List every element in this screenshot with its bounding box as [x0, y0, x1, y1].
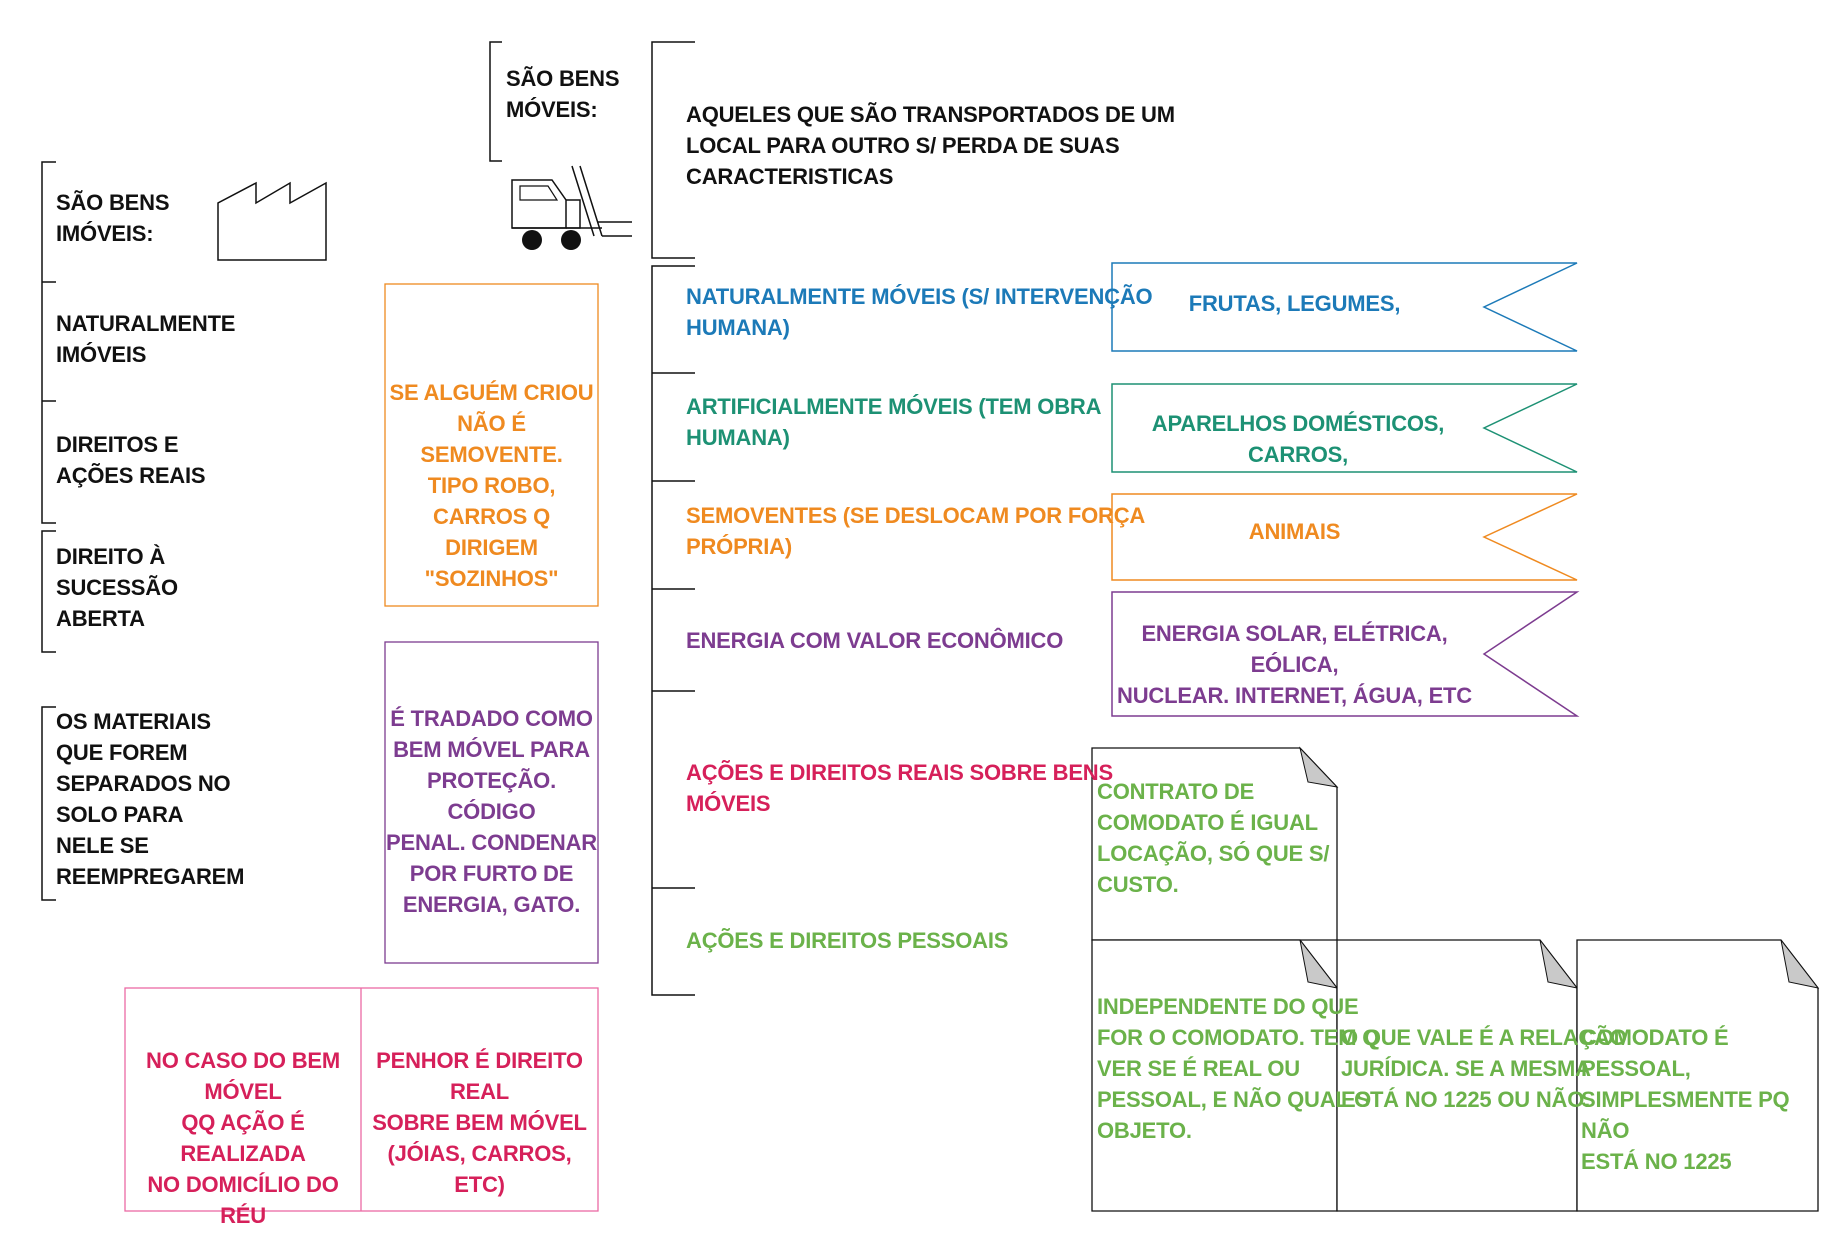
imoveis-item-direitos: DIREITOS E AÇÕES REAIS [56, 432, 206, 488]
category-artificialmente-moveis: ARTIFICIALMENTE MÓVEIS (TEM OBRA HUMANA) [686, 394, 1102, 450]
category-naturalmente-moveis: NATURALMENTE MÓVEIS (S/ INTERVENÇÃO HUMA… [686, 284, 1153, 340]
category-semoventes: SEMOVENTES (SE DESLOCAM POR FORÇA PRÓPRI… [686, 503, 1146, 559]
comodato-1-text: INDEPENDENTE DO QUE FOR O COMODATO. TEM … [1097, 994, 1380, 1143]
semovente-note: SE ALGUÉM CRIOU NÃO É SEMOVENTE. TIPO RO… [389, 380, 594, 591]
imoveis-title: SÃO BENS IMÓVEIS: [56, 190, 170, 246]
imoveis-note-materiais: OS MATERIAIS QUE FOREM SEPARADOS NO SOLO… [56, 709, 245, 889]
imoveis-item-naturalmente: NATURALMENTE IMÓVEIS [56, 311, 236, 367]
note-card-comodato-3 [1576, 939, 1820, 1212]
ribbon-aparelhos-text: APARELHOS DOMÉSTICOS, CARROS, [1151, 411, 1445, 467]
ribbon-energia-text: ENERGIA SOLAR, ELÉTRICA, EÓLICA, NUCLEAR… [1117, 621, 1472, 708]
forklift-icon [511, 165, 632, 250]
note-card-comodato-1 [1091, 939, 1339, 1212]
ribbon-energia [1111, 591, 1580, 717]
comodato-intro-text: CONTRATO DE COMODATO É IGUAL LOCAÇÃO, SÓ… [1097, 779, 1330, 897]
note-card-comodato-intro [1091, 746, 1339, 941]
domicilio-note: NO CASO DO BEM MÓVEL QQ AÇÃO É REALIZADA… [146, 1048, 340, 1228]
energia-note-box [384, 641, 599, 964]
comodato-2-text: O QUE VALE É A RELAÇÃO JURÍDICA. SE A ME… [1341, 1025, 1627, 1112]
ribbon-frutas [1111, 262, 1578, 352]
category-acoes-reais: AÇÕES E DIREITOS REAIS SOBRE BENS MÓVEIS [686, 760, 1113, 816]
note-card-comodato-2 [1336, 939, 1579, 1212]
energia-note: É TRADADO COMO BEM MÓVEL PARA PROTEÇÃO. … [386, 706, 597, 917]
ribbon-animais-text: ANIMAIS [1248, 519, 1341, 544]
moveis-definition: AQUELES QUE SÃO TRANSPORTADOS DE UM LOCA… [686, 102, 1175, 189]
factory-icon [217, 181, 327, 261]
ribbon-animais [1111, 493, 1578, 581]
penhor-note: PENHOR É DIREITO REAL SOBRE BEM MÓVEL (J… [372, 1048, 587, 1197]
imoveis-bracket [41, 161, 56, 901]
category-acoes-pessoais: AÇÕES E DIREITOS PESSOAIS [686, 928, 1009, 953]
moveis-title: SÃO BENS MÓVEIS: [506, 66, 620, 122]
pink-note-boxes [124, 987, 599, 1212]
ribbon-frutas-text: FRUTAS, LEGUMES, [1188, 291, 1401, 316]
moveis-bracket [651, 41, 695, 996]
ribbon-aparelhos [1111, 383, 1578, 473]
category-energia: ENERGIA COM VALOR ECONÔMICO [686, 628, 1064, 653]
imoveis-item-sucessao: DIREITO À SUCESSÃO ABERTA [56, 544, 178, 631]
semovente-note-box [384, 283, 599, 607]
moveis-title-bracket [489, 41, 502, 162]
comodato-3-text: COMODATO É PESSOAL, SIMPLESMENTE PQ NÃO … [1581, 1025, 1790, 1174]
